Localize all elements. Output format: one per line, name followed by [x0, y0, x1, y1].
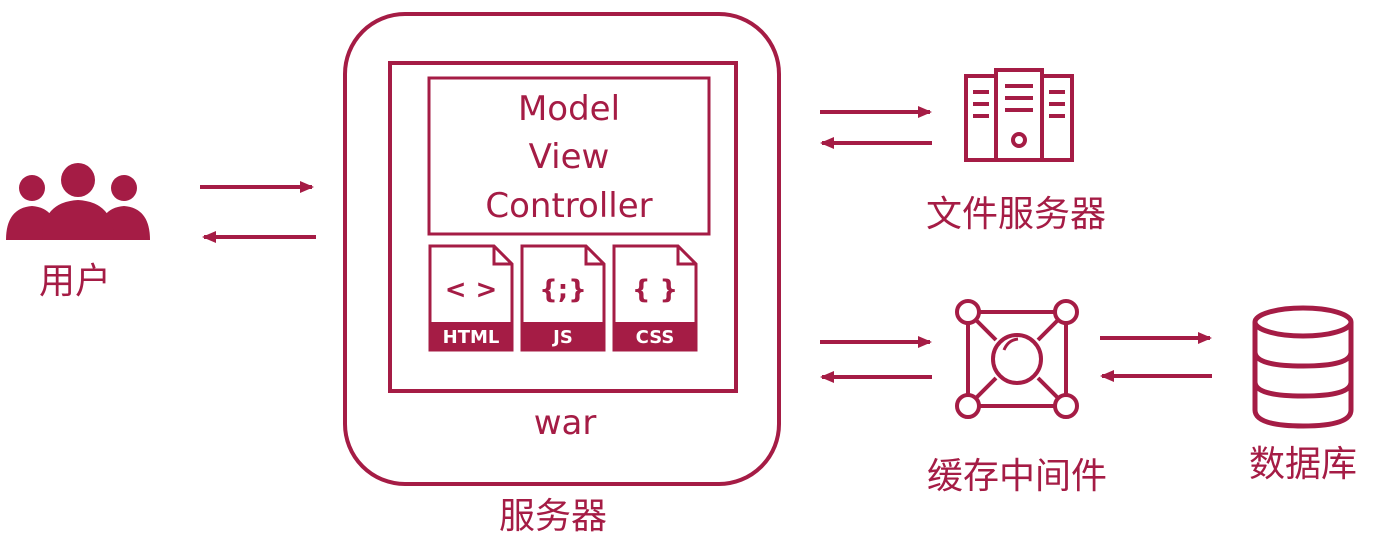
war-box	[388, 61, 738, 393]
mvc-line-view: View	[529, 137, 610, 177]
server-box	[343, 12, 781, 486]
file-server-label: 文件服务器	[926, 194, 1106, 235]
js-file-glyph: {;}	[539, 275, 586, 305]
mvc-box	[427, 76, 711, 236]
js-file-icon: {;} JS	[520, 244, 606, 352]
mvc-line-controller: Controller	[485, 186, 652, 226]
users-group-icon	[6, 163, 150, 240]
css-file-glyph: { }	[632, 275, 678, 305]
server-fileserver-arrows	[820, 106, 932, 149]
server-label: 服务器	[499, 496, 607, 537]
war-label: war	[534, 403, 597, 443]
cache-middleware-label: 缓存中间件	[927, 456, 1107, 497]
css-file-icon: { } CSS	[612, 244, 698, 352]
css-file-label: CSS	[636, 327, 675, 348]
html-file-icon: < > HTML	[428, 244, 514, 352]
server-rack-icon	[964, 68, 1074, 162]
mvc-line-model: Model	[518, 89, 620, 129]
database-icon	[1252, 305, 1354, 429]
user-label: 用户	[39, 261, 111, 302]
html-file-label: HTML	[443, 327, 500, 348]
database-label: 数据库	[1249, 444, 1357, 485]
server-cache-arrows	[820, 336, 932, 383]
network-hub-icon	[955, 299, 1079, 419]
js-file-label: JS	[551, 327, 573, 348]
user-server-arrows	[200, 181, 316, 243]
html-file-glyph: < >	[445, 275, 498, 305]
cache-database-arrows	[1100, 332, 1212, 382]
